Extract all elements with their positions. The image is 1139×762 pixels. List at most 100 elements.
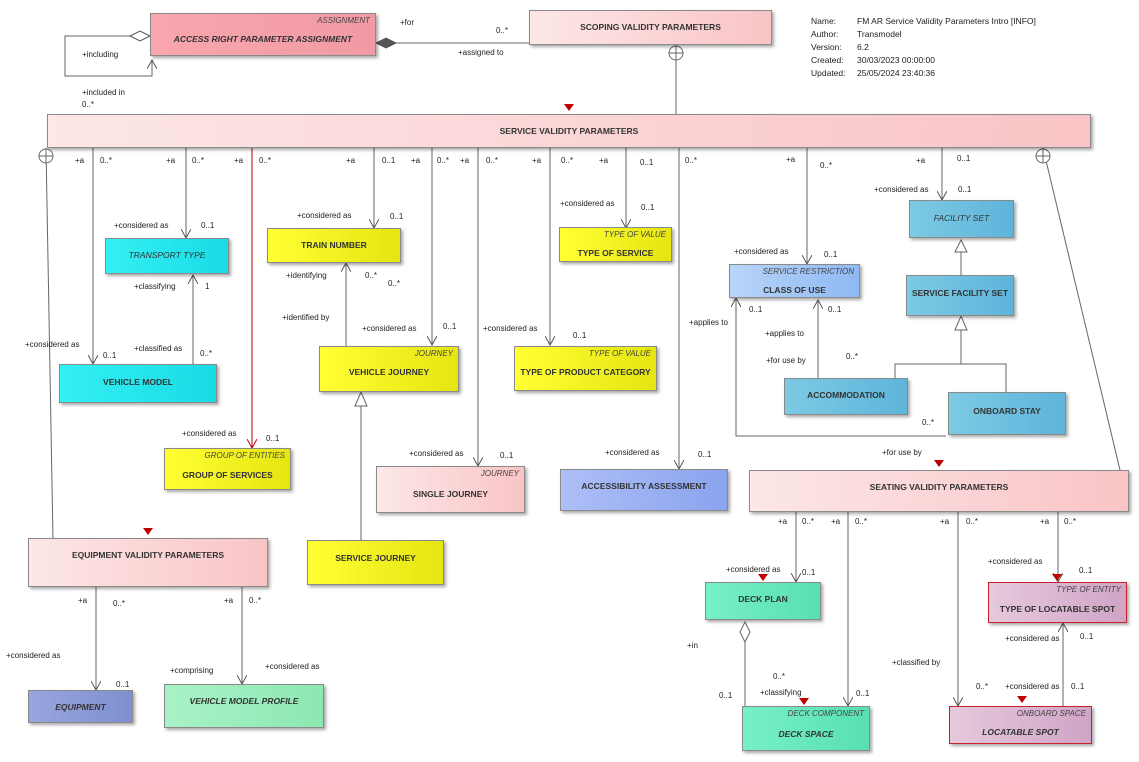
connector-label: 0..1 (719, 691, 733, 700)
connector-label: +a (234, 156, 244, 165)
seating-validity-parameters-box[interactable]: SEATING VALIDITY PARAMETERS (749, 470, 1129, 512)
box-name: TRAIN NUMBER (301, 240, 367, 250)
accommodation-box[interactable]: ACCOMMODATION (784, 378, 908, 415)
connector-label: 0..1 (103, 351, 117, 360)
box-name: VEHICLE JOURNEY (348, 367, 430, 377)
red-marker-icon (758, 574, 768, 581)
connector-label: +a (786, 155, 796, 164)
meta-created-label: Created: (811, 55, 844, 65)
type-of-locatable-spot-box[interactable]: TYPE OF ENTITY TYPE OF LOCATABLE SPOT (988, 582, 1127, 623)
connector-label: 0..* (922, 418, 935, 427)
connector-label: +identified by (282, 313, 330, 322)
service-facility-set-box[interactable]: SERVICE FACILITY SET (906, 275, 1014, 316)
connector-label: 0..* (976, 682, 989, 691)
red-marker-icon (934, 460, 944, 467)
transport-type-box[interactable]: TRANSPORT TYPE (105, 238, 229, 274)
connector-label: 0..1 (1080, 632, 1094, 641)
connector-label: +a (411, 156, 421, 165)
connector-label: +classified as (134, 344, 183, 353)
connector-label: 0..* (802, 517, 815, 526)
connector-label: +considered as (726, 565, 781, 574)
box-name: SEATING VALIDITY PARAMETERS (869, 482, 1009, 492)
connector-label: +considered as (1005, 682, 1060, 691)
connector-label: +considered as (6, 651, 61, 660)
connector-label: +for (400, 18, 415, 27)
red-marker-icon (1017, 696, 1027, 703)
meta-version: 6.2 (857, 42, 869, 52)
connector-label: +included in (82, 88, 125, 97)
red-marker-icon (564, 104, 574, 111)
connector-label: +considered as (874, 185, 929, 194)
deck-space-box[interactable]: DECK COMPONENT DECK SPACE (742, 706, 870, 751)
vehicle-model-profile-box[interactable]: VEHICLE MODEL PROFILE (164, 684, 324, 728)
locatable-spot-box[interactable]: ONBOARD SPACE LOCATABLE SPOT (949, 706, 1092, 744)
connector-label: +a (75, 156, 85, 165)
box-name: ACCESSIBILITY ASSESSMENT (581, 481, 707, 491)
box-name: DECK PLAN (738, 594, 788, 604)
connector-label: +applies to (689, 318, 728, 327)
type-of-product-category-box[interactable]: TYPE OF VALUE TYPE OF PRODUCT CATEGORY (514, 346, 657, 391)
group-of-services-box[interactable]: GROUP OF ENTITIES GROUP OF SERVICES (164, 448, 291, 490)
box-name: LOCATABLE SPOT (982, 727, 1059, 737)
connector-label: +a (916, 156, 926, 165)
box-name: SERVICE JOURNEY (335, 553, 416, 563)
accessibility-assessment-box[interactable]: ACCESSIBILITY ASSESSMENT (560, 469, 728, 511)
connector-label: 0..* (685, 156, 698, 165)
connector-label: +comprising (170, 666, 214, 675)
connector-label: 0..1 (957, 154, 971, 163)
equipment-box[interactable]: EQUIPMENT (28, 690, 133, 723)
box-name: CLASS OF USE (763, 285, 826, 295)
vehicle-journey-box[interactable]: JOURNEY VEHICLE JOURNEY (319, 346, 459, 392)
connector-label: 0..1 (958, 185, 972, 194)
connector-label: 0..1 (802, 568, 816, 577)
connector-label: +considered as (560, 199, 615, 208)
stereotype: ONBOARD SPACE (1016, 709, 1086, 718)
vehicle-model-box[interactable]: VEHICLE MODEL (59, 364, 217, 403)
access-right-parameter-assignment-box[interactable]: ASSIGNMENT ACCESS RIGHT PARAMETER ASSIGN… (150, 13, 376, 56)
connector-label: 0..1 (698, 450, 712, 459)
service-journey-box[interactable]: SERVICE JOURNEY (307, 540, 444, 585)
facility-set-box[interactable]: FACILITY SET (909, 200, 1014, 238)
connector-label: 0..1 (116, 680, 130, 689)
box-name: SINGLE JOURNEY (412, 489, 489, 499)
connector-label: 0..* (846, 352, 859, 361)
box-name: DECK SPACE (778, 729, 834, 739)
connector-label: +a (1040, 517, 1050, 526)
connector-label: 0..1 (641, 203, 655, 212)
connector-label: +considered as (297, 211, 352, 220)
connector-label: +a (778, 517, 788, 526)
connector-label: 0..1 (856, 689, 870, 698)
connector-label: +a (460, 156, 470, 165)
equipment-validity-parameters-box[interactable]: EQUIPMENT VALIDITY PARAMETERS (28, 538, 268, 587)
type-of-service-box[interactable]: TYPE OF VALUE TYPE OF SERVICE (559, 227, 672, 262)
box-name: TYPE OF SERVICE (577, 248, 654, 258)
single-journey-box[interactable]: JOURNEY SINGLE JOURNEY (376, 466, 525, 513)
stereotype: ASSIGNMENT (317, 16, 370, 25)
connector-label: +a (224, 596, 234, 605)
box-name: EQUIPMENT (55, 702, 106, 712)
connector-label: +considered as (182, 429, 237, 438)
meta-updated-label: Updated: (811, 68, 846, 78)
meta-name-label: Name: (811, 16, 837, 26)
scoping-validity-parameters-box[interactable]: SCOPING VALIDITY PARAMETERS (529, 10, 772, 45)
connector-label: +considered as (25, 340, 80, 349)
red-marker-icon (799, 698, 809, 705)
stereotype: GROUP OF ENTITIES (204, 451, 285, 460)
connector-label: 0..1 (382, 156, 396, 165)
meta-created: 30/03/2023 00:00:00 (857, 55, 935, 65)
stereotype: SERVICE RESTRICTION (762, 267, 854, 276)
connector-label: +for use by (882, 448, 922, 457)
connector-label: 0..* (388, 279, 401, 288)
deck-plan-box[interactable]: DECK PLAN (705, 582, 821, 620)
train-number-box[interactable]: TRAIN NUMBER (267, 228, 401, 263)
connector-label: +considered as (1005, 634, 1060, 643)
box-name: TYPE OF PRODUCT CATEGORY (520, 367, 651, 377)
service-validity-parameters-box[interactable]: SERVICE VALIDITY PARAMETERS (47, 114, 1091, 148)
onboard-stay-box[interactable]: ONBOARD STAY (948, 392, 1066, 435)
class-of-use-box[interactable]: SERVICE RESTRICTION CLASS OF USE (729, 264, 860, 298)
box-name: TYPE OF LOCATABLE SPOT (999, 604, 1116, 614)
connector-label: 0..1 (1079, 566, 1093, 575)
stereotype: DECK COMPONENT (787, 709, 864, 718)
connector-label: +considered as (734, 247, 789, 256)
box-name: VEHICLE MODEL PROFILE (189, 696, 299, 706)
